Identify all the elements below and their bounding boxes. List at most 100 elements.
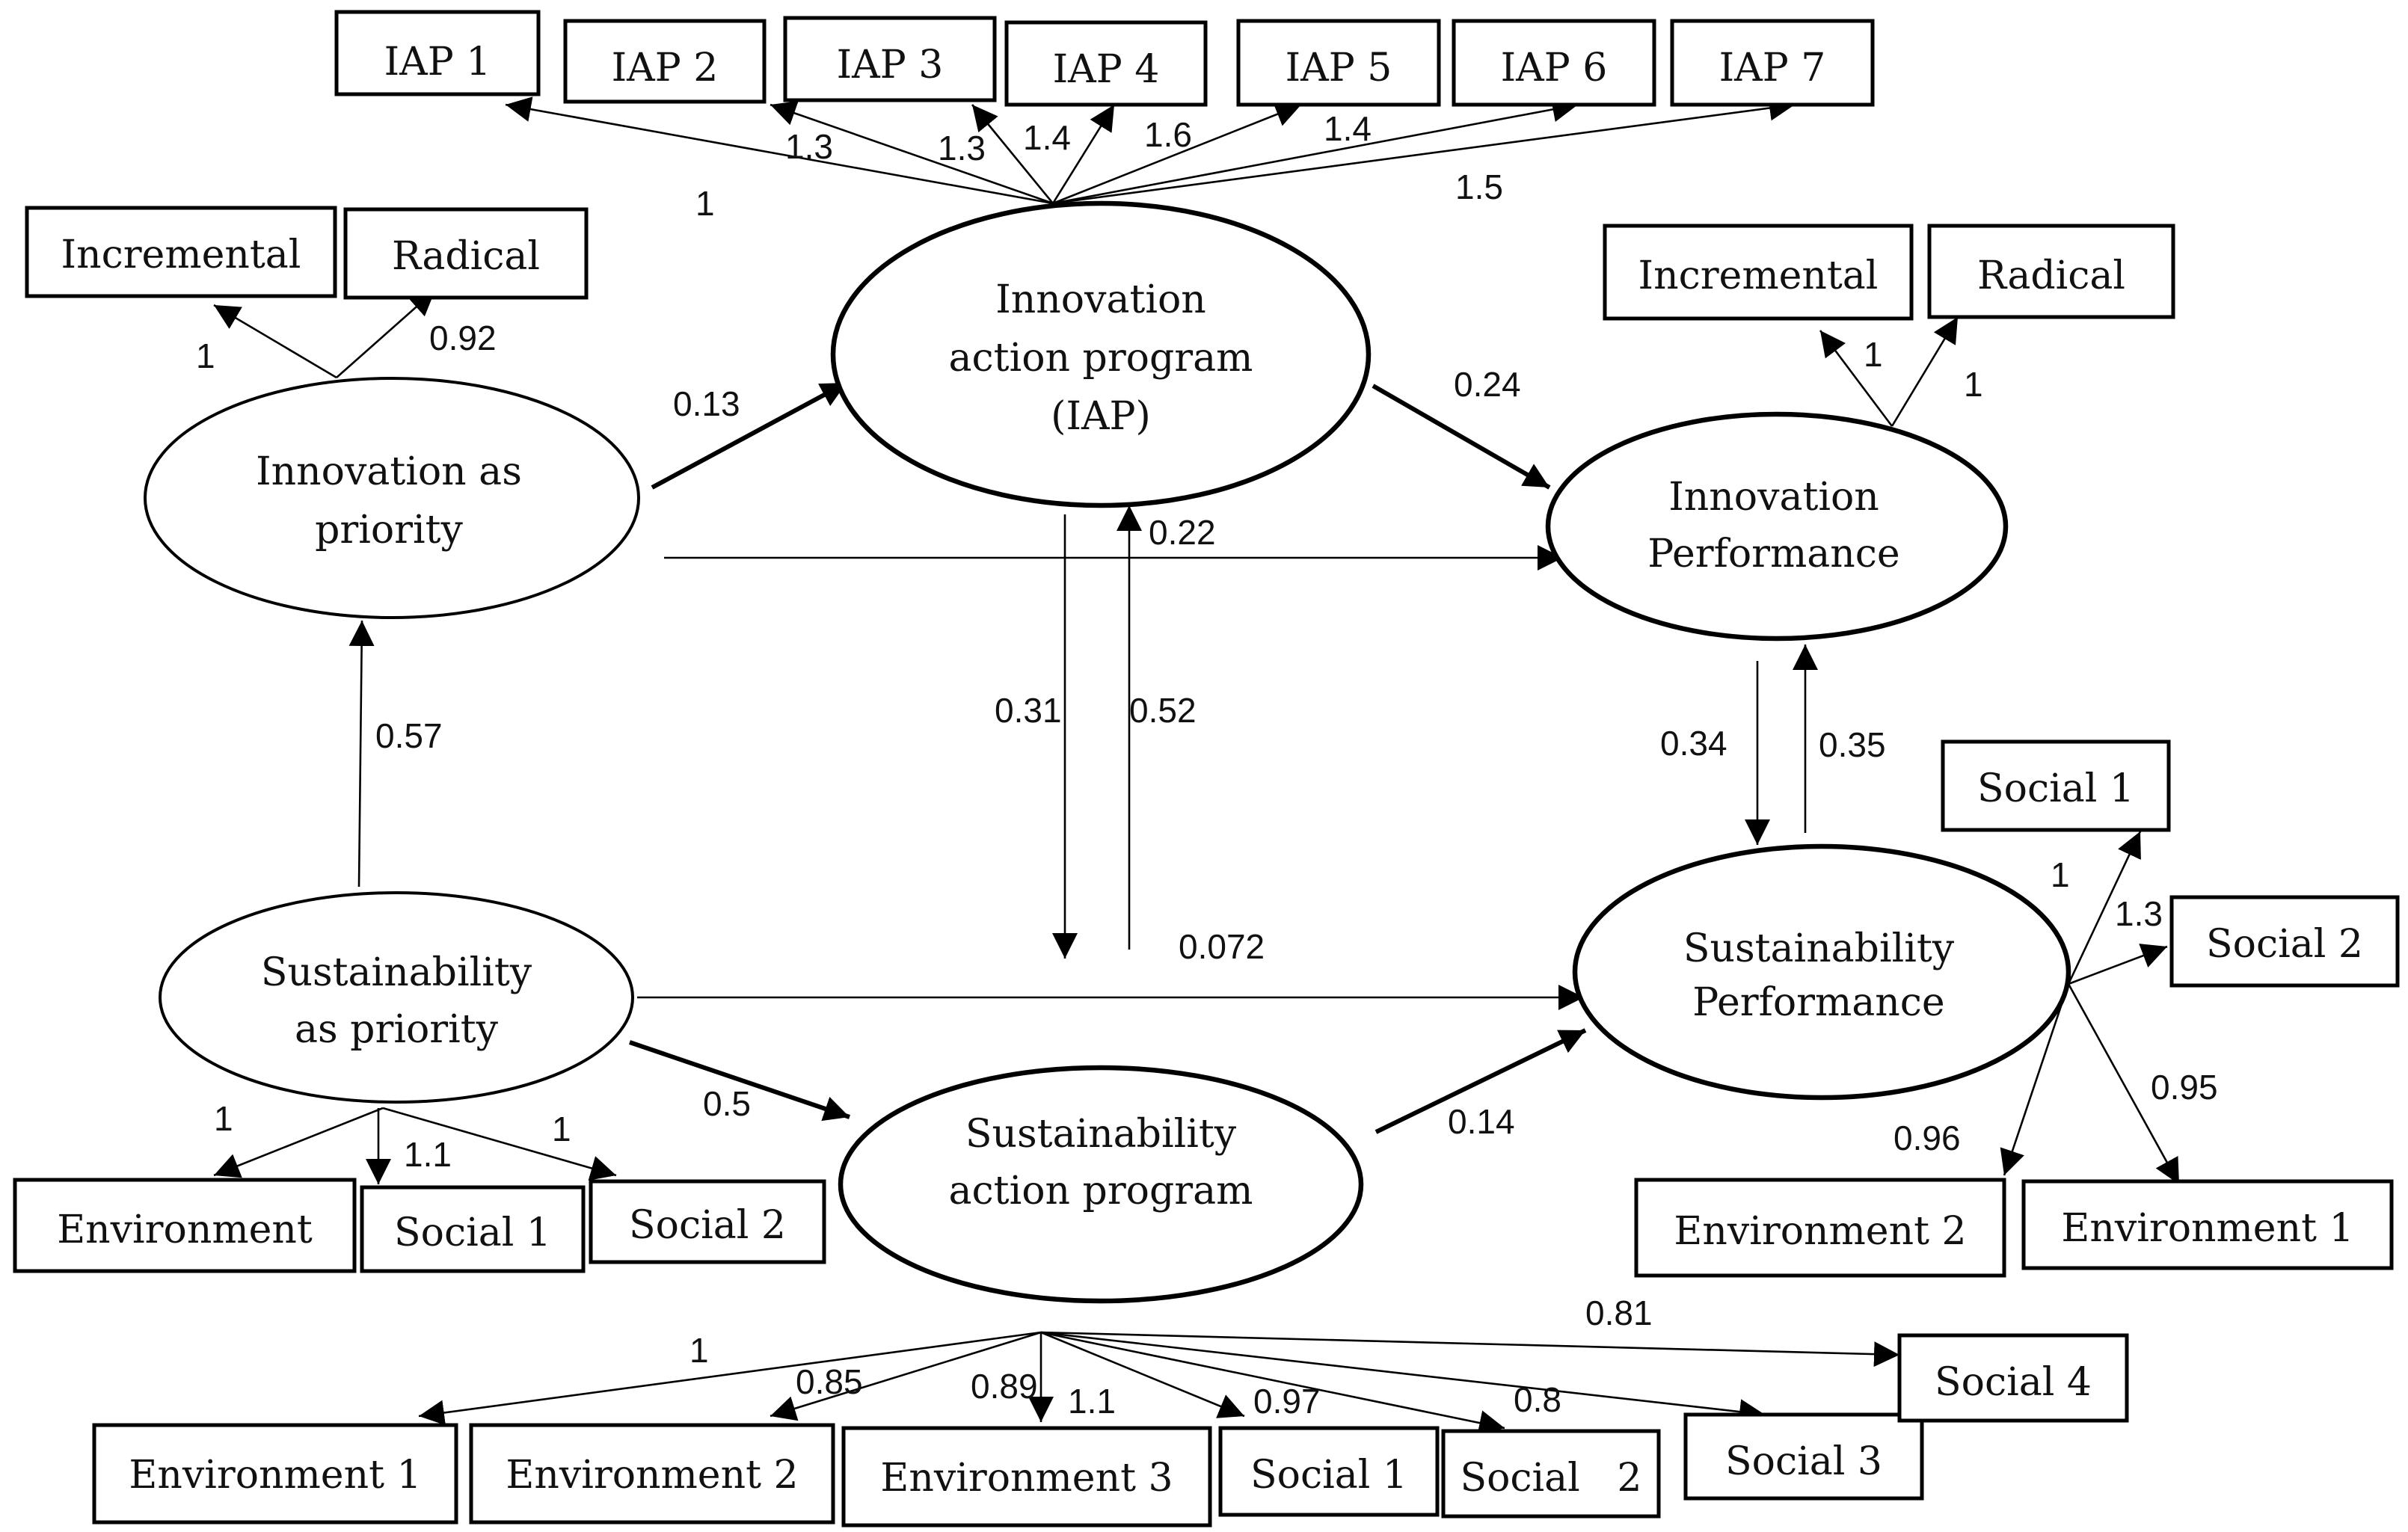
indicator-iap-4: IAP 4 — [1004, 20, 1208, 107]
path-label-sustainability-priority-to-sustainability-program: 0.5 — [703, 1084, 751, 1123]
construct-innovation-performance: Innovation Performance — [1545, 411, 2009, 642]
indicator-iap-4-label: IAP 4 — [1053, 47, 1160, 92]
innovation-performance-loading-labels: 1 1 — [1864, 335, 1983, 404]
indicator-social-1: Social 1 — [360, 1185, 586, 1273]
indicator-social-1: Social 1 — [1218, 1426, 1440, 1517]
indicator-radical: Radical — [343, 207, 589, 300]
indicator-social-1-label: Social 1 — [1977, 766, 2134, 811]
indicator-iap-5-label: IAP 5 — [1286, 46, 1392, 90]
iap-loading-labels: 1 1.3 1.3 1.4 1.6 1.4 1.5 — [695, 109, 1503, 223]
loading-label-environment-1: 0.95 — [2151, 1068, 2218, 1107]
loading-arrow-iap-7 — [1052, 95, 1796, 205]
loading-arrow-radical — [336, 289, 436, 378]
loading-label-social-4: 0.81 — [1585, 1293, 1653, 1332]
indicator-iap-6-label: IAP 6 — [1501, 46, 1608, 90]
loading-label-iap-3: 1.3 — [938, 129, 986, 167]
indicator-iap-7-label: IAP 7 — [1719, 46, 1826, 90]
indicator-social-3: Social 3 — [1683, 1412, 1924, 1501]
iap-indicators: IAP 1 IAP 2 IAP 3 IAP 4 IAP 5 IAP 6 IAP … — [334, 10, 1875, 107]
construct-sustainability-performance: Sustainability Performance — [1572, 843, 2071, 1101]
loading-label-environment-3: 0.89 — [971, 1367, 1038, 1406]
loading-arrow-social-3 — [1040, 1331, 1766, 1425]
loading-label-environment-2: 0.85 — [796, 1362, 863, 1401]
loading-arrow-incremental — [213, 304, 337, 379]
innovation-priority-indicators: Incremental Radical — [25, 206, 589, 300]
indicator-environment-2-label: Environment 2 — [1674, 1209, 1966, 1254]
loading-label-radical: 0.92 — [429, 319, 497, 357]
indicator-social-4-label: Social 4 — [1935, 1360, 2092, 1405]
indicator-social-1-label: Social 1 — [1250, 1453, 1407, 1498]
construct-sustainability-program-ellipse — [838, 1065, 1364, 1304]
loading-label-environment: 1 — [214, 1099, 233, 1138]
indicator-environment: Environment — [13, 1178, 357, 1273]
loading-label-social-3: 0.8 — [1514, 1380, 1561, 1419]
indicator-environment-1-label: Environment 1 — [129, 1453, 421, 1498]
construct-iap: Innovation action program (IAP) — [830, 200, 1372, 508]
construct-sustainability-performance-label-line-1: Sustainability — [1683, 926, 1955, 971]
loading-arrow-radical — [1891, 316, 1959, 427]
loading-label-iap-4: 1.4 — [1023, 118, 1071, 157]
loading-arrow-social-2 — [382, 1107, 617, 1181]
innovation-performance-indicators: Incremental Radical — [1603, 224, 2175, 321]
path-sustainability-priority-to-innovation-priority — [348, 620, 375, 887]
construct-innovation-performance-ellipse — [1545, 411, 2009, 642]
indicator-incremental: Incremental — [1603, 224, 1914, 321]
path-sustainability-priority-to-sustainability-program — [629, 1040, 850, 1122]
loading-arrow-iap-3 — [971, 104, 1054, 204]
innovation-priority-loading-labels: 1 0.92 — [196, 319, 497, 375]
indicator-iap-1-label: IAP 1 — [384, 40, 491, 84]
loading-arrow-environment-1 — [2067, 983, 2181, 1185]
loading-label-environment-2: 0.96 — [1893, 1119, 1961, 1157]
loading-arrow-environment-2 — [770, 1331, 1042, 1421]
loading-label-incremental: 1 — [1864, 335, 1883, 374]
path-label-sustainability-priority-to-sustainability-performance: 0.072 — [1179, 927, 1265, 966]
loading-label-iap-1: 1 — [695, 184, 715, 223]
loading-arrow-social-1 — [1040, 1331, 1245, 1418]
path-label-iap-to-innovation-performance: 0.24 — [1454, 365, 1521, 404]
path-iap-to-innovation-performance — [1372, 384, 1551, 490]
loading-label-social-1: 1 — [2051, 855, 2070, 894]
loading-arrow-iap-2 — [770, 101, 1054, 205]
indicator-radical-label: Radical — [392, 234, 540, 279]
construct-sustainability-program: Sustainability action program — [838, 1065, 1364, 1304]
indicator-social-2: Social 2 — [589, 1179, 826, 1264]
construct-iap-label-line-3: (IAP) — [1051, 394, 1151, 439]
construct-sustainability-priority-label-line-1: Sustainability — [261, 950, 532, 995]
construct-innovation-performance-label-line-2: Performance — [1647, 532, 1899, 576]
path-label-sustainability-program-to-iap: 0.52 — [1129, 691, 1197, 730]
loading-arrow-incremental — [1819, 330, 1893, 427]
path-label-iap-to-sustainability-program: 0.31 — [995, 691, 1062, 730]
loading-label-iap-7: 1.5 — [1455, 167, 1503, 206]
construct-sustainability-priority-label-line-2: as priority — [295, 1007, 499, 1052]
loading-arrow-social-2 — [1040, 1331, 1505, 1436]
indicator-radical: Radical — [1927, 224, 2175, 319]
indicator-environment-1: Environment 1 — [92, 1423, 458, 1525]
indicator-environment-1: Environment 1 — [2021, 1179, 2394, 1270]
indicator-iap-3-label: IAP 3 — [837, 43, 944, 87]
loading-arrow-environment-2 — [2000, 983, 2070, 1176]
loading-label-social-1: 1.1 — [404, 1135, 452, 1174]
loading-label-incremental: 1 — [196, 336, 215, 375]
sustainability-program-loading-arrows — [418, 1331, 1900, 1436]
innovation-priority-loading-arrows — [213, 289, 436, 379]
sustainability-performance-indicators: Social 1 Social 2 Environment 1 Environm… — [1634, 739, 2400, 1278]
path-label-sustainability-priority-to-innovation-priority: 0.57 — [375, 716, 443, 755]
sustainability-program-indicators: Environment 1 Environment 2 Environment … — [92, 1333, 2129, 1528]
path-label-innovation-performance-to-sustainability-performance: 0.34 — [1660, 724, 1727, 763]
path-label-innovation-priority-to-iap: 0.13 — [673, 384, 740, 423]
path-sustainability-program-to-sustainability-performance — [1375, 1028, 1587, 1134]
loading-label-iap-2: 1.3 — [785, 127, 833, 166]
loading-arrow-environment — [213, 1107, 384, 1178]
construct-innovation-priority-label-line-2: priority — [315, 508, 463, 553]
construct-sustainability-program-label-line-1: Sustainability — [965, 1112, 1237, 1157]
indicator-social-4: Social 4 — [1897, 1333, 2129, 1423]
construct-sustainability-performance-ellipse — [1572, 843, 2071, 1101]
indicator-iap-1: IAP 1 — [334, 10, 541, 96]
indicator-incremental: Incremental — [25, 206, 337, 298]
loading-label-environment-1: 1 — [689, 1331, 709, 1370]
indicator-environment-3: Environment 3 — [841, 1426, 1212, 1528]
indicator-environment-2: Environment 2 — [469, 1423, 835, 1525]
indicator-iap-7: IAP 7 — [1670, 19, 1875, 107]
construct-iap-label-line-2: action program — [949, 336, 1253, 381]
